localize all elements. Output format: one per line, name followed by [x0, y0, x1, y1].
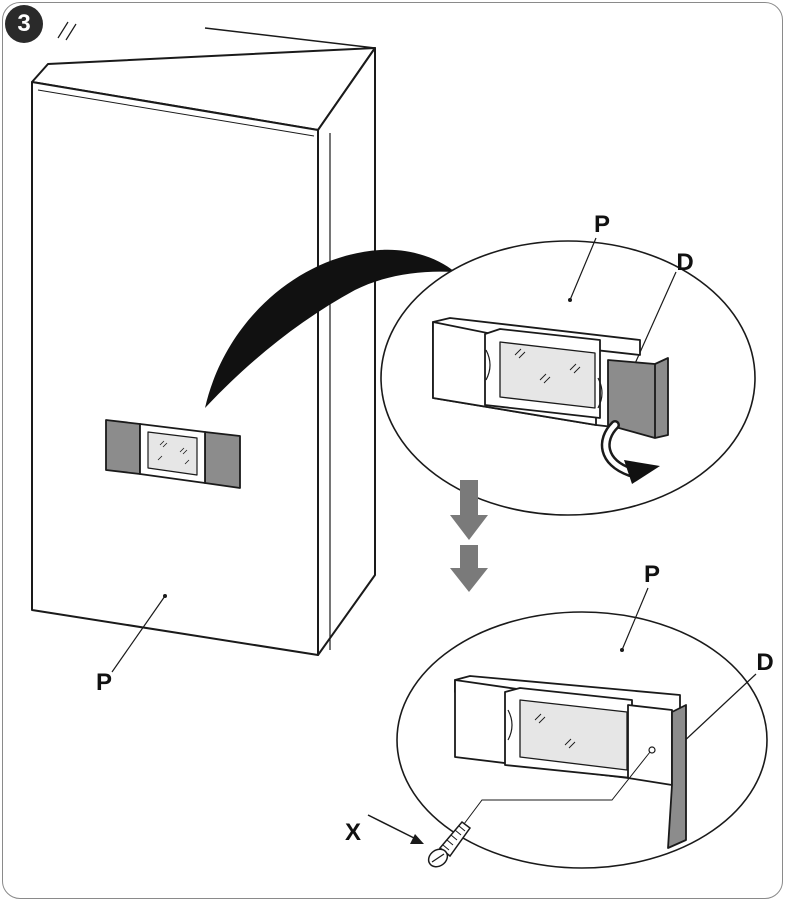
zoom-circle-top: P D: [380, 211, 756, 516]
label-screw: X: [345, 819, 361, 846]
label-door-zoom-top: D: [676, 249, 693, 276]
screw: [427, 820, 472, 868]
screw-pointer-arrow: [367, 814, 424, 844]
label-door-zoom-bottom: D: [756, 649, 773, 676]
step-number-badge: 3: [5, 5, 43, 43]
label-panel-zoom-bottom: P: [644, 561, 660, 588]
sequence-arrows: [450, 480, 488, 592]
zoom-indicator-arc: [205, 249, 455, 408]
label-leader-main: [111, 595, 166, 673]
boiler-display-cover: [105, 419, 241, 489]
zoom-circle-bottom: P D: [396, 561, 774, 869]
label-panel-zoom-top: P: [594, 211, 610, 238]
label-panel-main: P: [96, 669, 112, 696]
boiler-unit: [31, 21, 376, 656]
